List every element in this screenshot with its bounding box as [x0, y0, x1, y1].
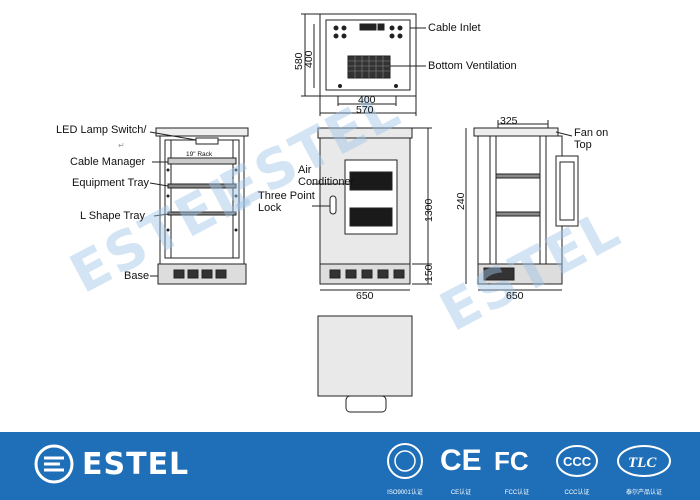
equipment-tray-label: Equipment Tray	[72, 177, 150, 189]
air-conditioner-grille-bottom	[349, 207, 393, 227]
led-lamp	[195, 137, 219, 145]
dim-325: 325	[500, 115, 518, 127]
diagram-stage: ESTEL ESTEL ESTEL Cable Inlet Bottom Ven…	[56, 13, 631, 413]
top-view-inner	[325, 19, 411, 91]
return-mark: ↵	[118, 141, 125, 150]
back-view	[317, 315, 413, 413]
estel-logo-icon	[34, 444, 74, 484]
front-view	[312, 127, 432, 291]
cable-manager-label: Cable Manager	[70, 156, 146, 168]
dim-570: 570	[356, 104, 374, 116]
side-view	[465, 120, 579, 291]
side-ac-unit	[555, 155, 579, 227]
fcc-cert-icon: FC FCC认证	[492, 438, 542, 496]
interior-roof	[155, 127, 249, 137]
footer-bar	[0, 432, 700, 500]
rack-label: 19" Rack	[186, 151, 213, 158]
dim-1300: 1300	[423, 198, 435, 222]
iso-cert-label: ISO9001认证	[387, 490, 423, 496]
air-conditioner-grille-top	[349, 171, 393, 191]
side-roof	[473, 127, 559, 137]
side-body	[477, 135, 563, 265]
l-shape-tray-label: L Shape Tray	[80, 210, 146, 222]
dim-240: 240	[455, 192, 467, 210]
l-shape-tray-shape	[167, 211, 237, 216]
base-vents	[173, 269, 227, 279]
base-label: Base	[124, 270, 150, 282]
interior-view	[149, 127, 249, 285]
ce-cert-label: CE认证	[450, 490, 472, 496]
iso-cert-icon: ISO9001认证	[380, 438, 430, 496]
ccc-cert-icon: CCC CCC认证	[552, 438, 602, 496]
top-view	[301, 13, 426, 116]
ce-cert-icon: CE CE认证	[436, 438, 486, 496]
led-lamp-switch-label: LED Lamp Switch/	[56, 124, 147, 136]
tlc-cert-icon: TLC 泰尔产品认证	[614, 438, 674, 496]
cable-inlet-holes	[333, 23, 403, 39]
svg-text:CE: CE	[440, 444, 482, 477]
cabinet-drawings	[149, 13, 579, 413]
ccc-cert-label: CCC认证	[564, 490, 590, 496]
cable-manager-shape	[167, 157, 237, 165]
svg-text:CCC: CCC	[563, 454, 592, 469]
interior-body	[159, 135, 245, 265]
svg-text:FC: FC	[494, 446, 529, 476]
dim-400-horizontal: 400	[358, 94, 376, 106]
dim-650-front: 650	[356, 290, 374, 302]
bottom-ventilation-label: Bottom Ventilation	[428, 60, 517, 72]
svg-text:TLC: TLC	[628, 455, 657, 471]
back-body	[317, 315, 413, 397]
front-base-vents	[329, 269, 405, 279]
dim-150: 150	[423, 264, 435, 282]
back-bottom-plate	[345, 395, 387, 413]
cable-inlet-label: Cable Inlet	[428, 22, 481, 34]
brand-logo-text: ESTEL	[82, 447, 190, 482]
tlc-cert-label: 泰尔产品认证	[625, 490, 662, 496]
dim-400-vertical: 400	[303, 50, 315, 68]
three-point-lock-handle	[329, 195, 337, 215]
fcc-cert-label: FCC认证	[504, 490, 530, 496]
dim-650-side: 650	[506, 290, 524, 302]
